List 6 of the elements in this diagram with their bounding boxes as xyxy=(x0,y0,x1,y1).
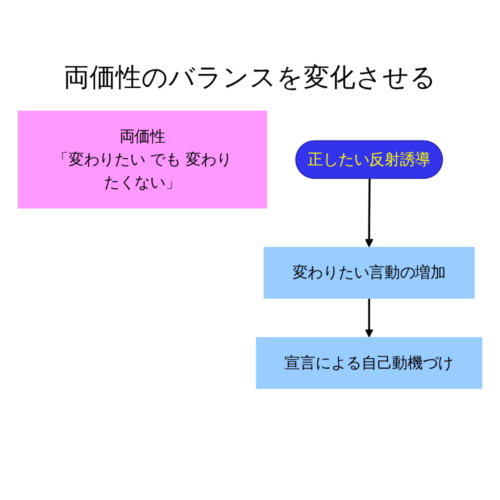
node-box: 両価性 「変わりたい でも 変わりたくない」 xyxy=(18,110,268,209)
arrow xyxy=(364,178,374,248)
arrow xyxy=(364,298,374,338)
node-box: 変わりたい言動の増加 xyxy=(264,246,475,299)
node-box: 宣言による自己動機づけ xyxy=(256,337,482,389)
diagram-title: 両価性のバランスを変化させる xyxy=(64,62,436,95)
